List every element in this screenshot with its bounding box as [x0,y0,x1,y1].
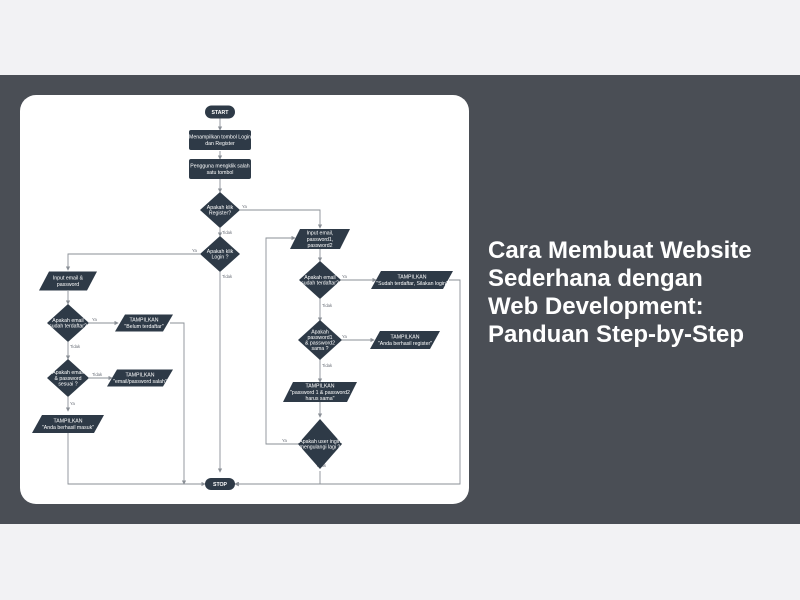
edge-login-yes [65,253,200,271]
email-registered-decision [47,304,89,342]
edge-label-no-3: Tidak [70,344,81,349]
start-node-label: START [212,110,230,116]
login-success-output-label: TAMPILKAN"Anda berhasil masuk" [42,419,94,431]
edge-already-stop [234,279,461,487]
register-input-node-label: Input email,password1,password2 [307,231,334,249]
edge-retry-stop [234,471,321,487]
stop-node-label: STOP [213,482,228,488]
wrong-credentials-output [107,369,173,387]
login-input-node-label: Input email &password [53,276,84,288]
stop-node [205,478,235,490]
edge-label-yes-4: Ya [70,401,75,406]
edge-label-no-5: Tidak [322,303,333,308]
already-registered-output [371,271,453,289]
passwords-same-decision [298,320,342,360]
not-registered-output [115,314,173,332]
edge-register-yes [240,209,323,229]
edge-notreg-stop [170,322,187,485]
edge-label-no-1: Tidak [222,230,233,235]
edge-label-no-6: Tidak [322,363,333,368]
retry-decision [298,419,342,469]
edge-ok-stop [67,433,206,487]
login-input-node [39,271,97,291]
edge-label-yes-2: Ya [192,248,197,253]
login-decision [200,236,240,272]
edge-retry-input [265,235,300,445]
register-input-node [290,229,350,249]
headline-line-3: Web Development: [488,293,704,320]
email-exists-decision [299,261,341,299]
headline-line-4: Panduan Step-by-Step [488,321,745,348]
flowchart-diagram: TidakTidakYaYaTidakYaTidakYaYaTidakYaTid… [32,105,461,490]
edge-label-yes-7: Ya [282,438,287,443]
edge-label-no-2: Tidak [222,274,233,279]
register-success-output-label: TAMPILKAN"Anda berhasil register" [378,335,432,347]
headline-line-2: Sederhana dengan [488,265,703,292]
user-clicks-node [189,159,251,179]
email-password-match-decision [47,359,89,397]
article-headline[interactable]: Cara Membuat Website Sederhana dengan We… [488,237,788,349]
show-buttons-node [189,130,251,150]
edge-label-yes-1: Ya [242,204,247,209]
already-registered-output-label: TAMPILKAN"Sudah terdaftar, Silakan login… [376,275,448,287]
register-success-output [370,331,440,349]
start-node [205,105,235,119]
edge-label-yes-3: Ya [92,317,97,322]
register-decision [200,192,240,228]
edge-label-no-4: Tidak [92,372,103,377]
login-success-output [32,415,104,433]
edge-label-yes-5: Ya [342,274,347,279]
not-registered-output-label: TAMPILKAN"Belum terdaftar" [124,318,163,330]
edge-label-yes-6: Ya [342,334,347,339]
passwords-must-match-output [283,382,357,402]
headline-line-1: Cara Membuat Website [488,237,752,264]
wrong-credentials-output-label: TAMPILKAN"email/password salah" [113,373,167,385]
